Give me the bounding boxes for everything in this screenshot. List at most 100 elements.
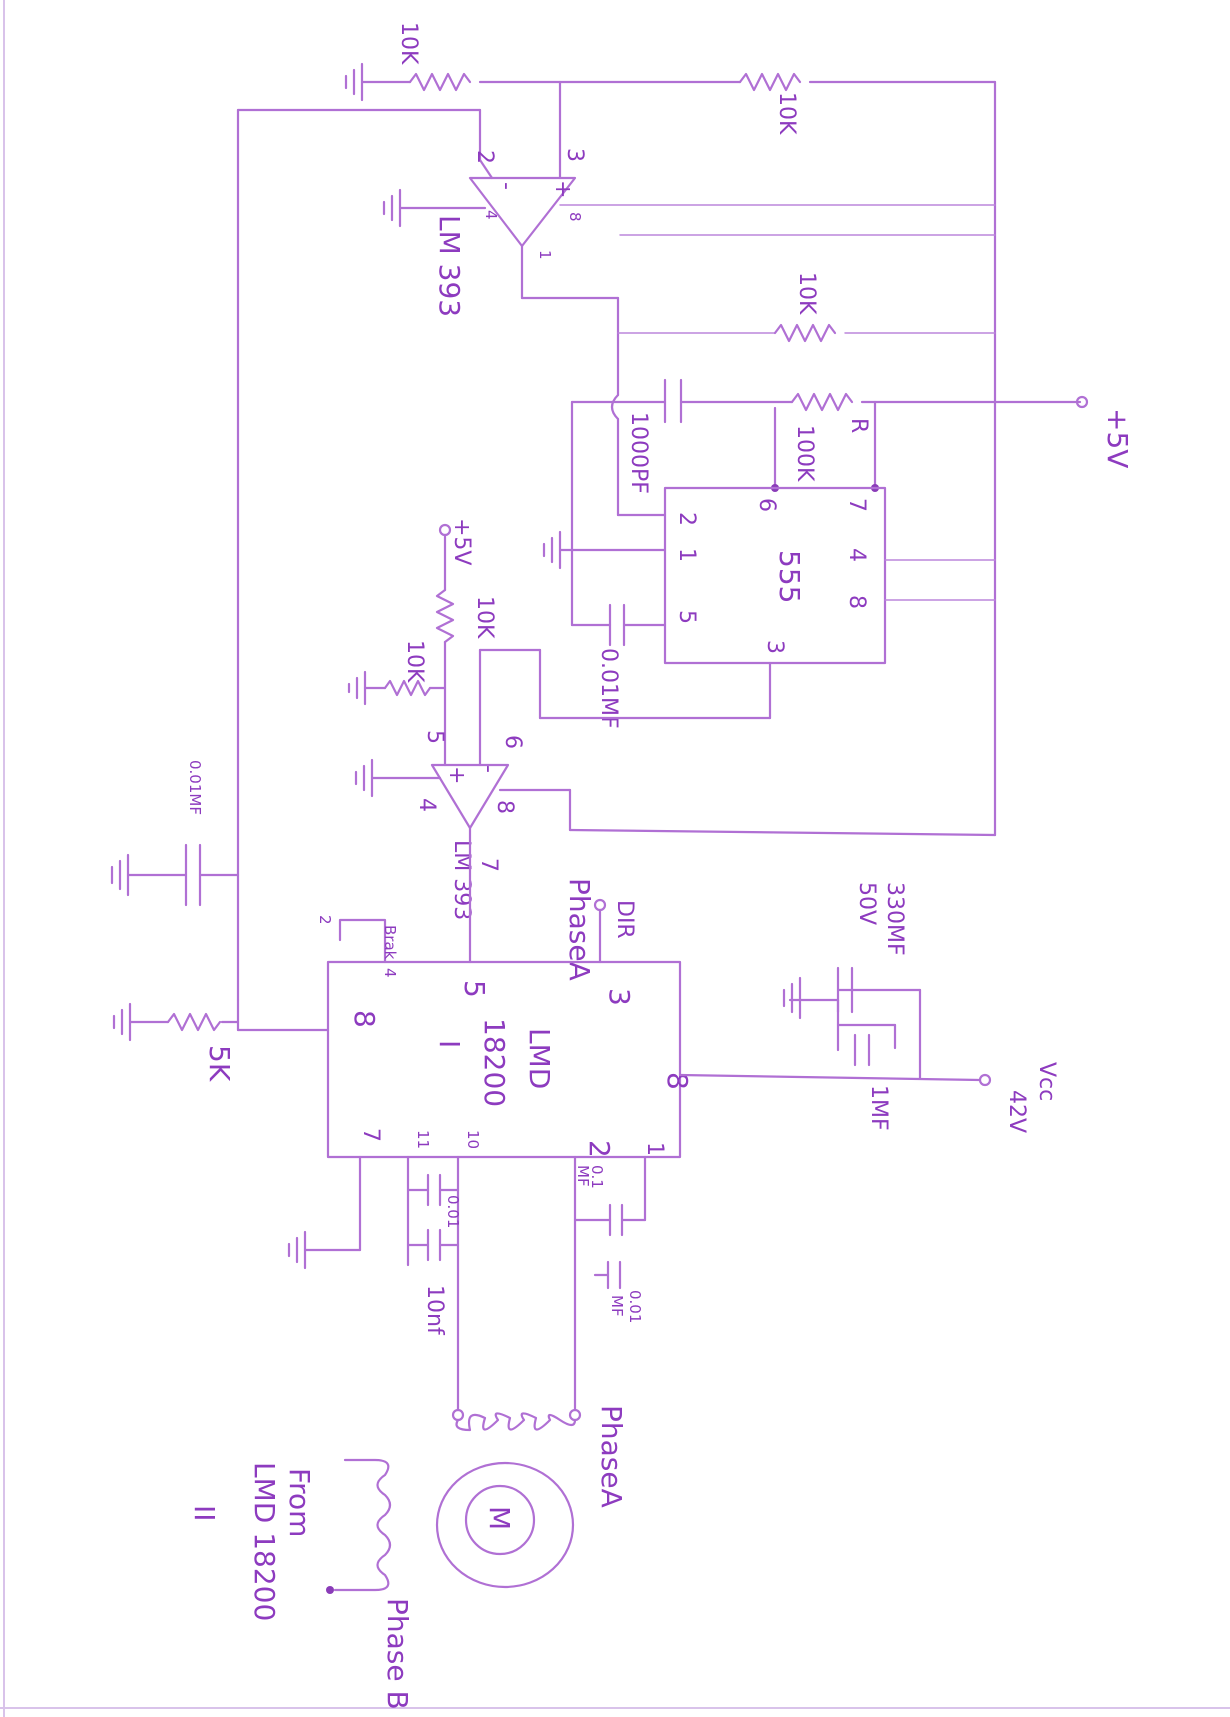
label-comp1-name: LM 393 bbox=[433, 215, 466, 317]
label-r-div-bottom: 10K bbox=[402, 640, 427, 683]
label-comp2-pin8: 8 bbox=[492, 800, 517, 814]
label-timer-pin2: 2 bbox=[674, 512, 699, 526]
resistor-10k-pullup bbox=[773, 323, 837, 343]
label-driver-pin5: 5 bbox=[458, 980, 491, 998]
label-cap-0-1mf-b: MF bbox=[574, 1165, 592, 1187]
comparator-lm393-1 bbox=[468, 176, 577, 248]
terminal-vcc bbox=[978, 1073, 992, 1087]
label-cap-0-01mf-b: MF bbox=[608, 1295, 626, 1317]
label-cap-1000pf: 1000PF bbox=[626, 412, 651, 494]
ground-symbol bbox=[344, 62, 364, 102]
label-vcc: Vcc bbox=[1034, 1062, 1059, 1101]
resistor-10k-feedback bbox=[738, 72, 802, 92]
label-r-pullup: 10K bbox=[794, 272, 819, 315]
label-timer-pin6: 6 bbox=[754, 498, 779, 512]
label-cap-0-1mf-a: 0.1 bbox=[588, 1165, 606, 1189]
label-comp2-pin4: 4 bbox=[414, 798, 439, 812]
label-comp2-minus: - bbox=[476, 765, 501, 773]
coil-phase-b bbox=[333, 1458, 392, 1592]
label-comp2-plus: + bbox=[444, 766, 469, 784]
driver-lmd18200-ic bbox=[326, 960, 682, 1159]
capacitor-0-01mf bbox=[608, 603, 626, 647]
label-brake-pin: 4 bbox=[381, 968, 399, 978]
terminal-plus5v bbox=[1075, 395, 1089, 409]
label-from-num: II bbox=[188, 1505, 221, 1522]
label-phase-a-out: PhaseA bbox=[595, 1405, 628, 1508]
label-timer-pin3: 3 bbox=[762, 640, 787, 654]
motor-inner bbox=[464, 1484, 536, 1556]
capacitor-0-01mf-b bbox=[606, 1260, 622, 1290]
label-r-ground-top: 10K bbox=[396, 22, 421, 65]
label-comp1-pin8: 8 bbox=[566, 212, 584, 222]
label-cap-10nf: 10nf bbox=[422, 1285, 447, 1336]
label-driver-pin7: 7 bbox=[358, 1128, 383, 1142]
label-comp1-pin4: 4 bbox=[482, 210, 500, 220]
ground-symbol bbox=[287, 1230, 307, 1270]
timer-555-ic bbox=[663, 486, 887, 665]
capacitor-1mf bbox=[853, 1033, 871, 1067]
ground-symbol bbox=[110, 853, 130, 897]
terminal-out-a2 bbox=[568, 1408, 582, 1422]
label-dir: DIR bbox=[612, 900, 637, 939]
label-driver-pin8-left: 8 bbox=[348, 1010, 381, 1028]
label-phase-b-out: Phase B bbox=[381, 1598, 414, 1710]
label-driver-pin3: 3 bbox=[603, 988, 636, 1006]
label-plus5v: +5V bbox=[1101, 408, 1134, 468]
label-motor: M bbox=[483, 1506, 516, 1530]
label-brake-gnd: 2 bbox=[316, 915, 334, 925]
label-timer-555: 555 bbox=[773, 550, 806, 603]
label-cap-0-01a: 0.01 bbox=[444, 1195, 462, 1228]
capacitor-0-01mf-left bbox=[184, 843, 202, 907]
label-driver-pin1: 1 bbox=[642, 1142, 667, 1156]
label-driver-name: LMD bbox=[523, 1028, 556, 1089]
label-driver-pin8-right: 8 bbox=[661, 1072, 694, 1090]
comparator-lm393-2 bbox=[430, 763, 510, 830]
resistor-5k bbox=[166, 1012, 222, 1032]
label-timer-pin5: 5 bbox=[674, 610, 699, 624]
label-timer-pin8: 8 bbox=[844, 595, 869, 609]
coil-phase-a bbox=[455, 1412, 577, 1432]
capacitor-0-1mf bbox=[608, 1203, 624, 1237]
resistor-10k-divider-top bbox=[435, 588, 455, 644]
label-comp1-pin1: 1 bbox=[536, 250, 554, 260]
label-cap-330-value: 330MF bbox=[882, 882, 907, 956]
label-r-5k: 5K bbox=[203, 1045, 236, 1082]
terminal-plus5v-2 bbox=[438, 523, 452, 537]
label-comp1-pin2: 2 bbox=[472, 150, 497, 164]
label-cap-0-01mf: 0.01MF bbox=[596, 648, 621, 729]
label-comp1-pin3: 3 bbox=[562, 148, 587, 162]
label-comp2-pin5: 5 bbox=[422, 730, 447, 744]
label-r-div-top: 10K bbox=[472, 596, 497, 639]
label-brake: Brak bbox=[381, 925, 399, 960]
label-r-timing-r: R bbox=[846, 418, 871, 433]
label-from-part: LMD 18200 bbox=[248, 1462, 281, 1621]
label-timer-pin7: 7 bbox=[844, 498, 869, 512]
label-r-feedback: 10K bbox=[774, 92, 799, 135]
capacitor-10nf bbox=[426, 1228, 442, 1262]
ground-symbol bbox=[782, 976, 802, 1020]
label-cap-1mf: 1MF bbox=[866, 1085, 891, 1131]
label-timer-pin1: 1 bbox=[674, 548, 699, 562]
label-comp2-pin7: 7 bbox=[476, 858, 501, 872]
resistor-10k-divider-bottom bbox=[383, 679, 432, 697]
label-phasea-in: PhaseA bbox=[563, 878, 596, 981]
capacitor-0-01 bbox=[426, 1173, 442, 1207]
label-cap-0-01mf-a: 0.01 bbox=[626, 1290, 644, 1323]
label-comp1-plus: + bbox=[550, 180, 575, 198]
ground-symbol bbox=[542, 530, 562, 570]
ground-symbol bbox=[347, 670, 367, 706]
label-comp2-pin6: 6 bbox=[500, 735, 525, 749]
label-vcc-value: 42V bbox=[1004, 1090, 1029, 1133]
capacitor-1000pf bbox=[663, 378, 683, 424]
ground-symbol bbox=[112, 1002, 132, 1042]
label-cap-330-volt: 50V bbox=[854, 882, 879, 925]
label-driver-part: 18200 bbox=[478, 1018, 511, 1107]
label-comp1-minus: - bbox=[494, 182, 519, 190]
label-plus5v-2: +5V bbox=[449, 518, 474, 565]
resistor-100k-timing bbox=[790, 392, 854, 412]
label-driver-pin2: 2 bbox=[583, 1140, 616, 1158]
terminal-out-a1 bbox=[451, 1408, 465, 1422]
resistor-10k-top bbox=[408, 72, 472, 92]
label-driver-pin11: 11 bbox=[414, 1130, 432, 1149]
